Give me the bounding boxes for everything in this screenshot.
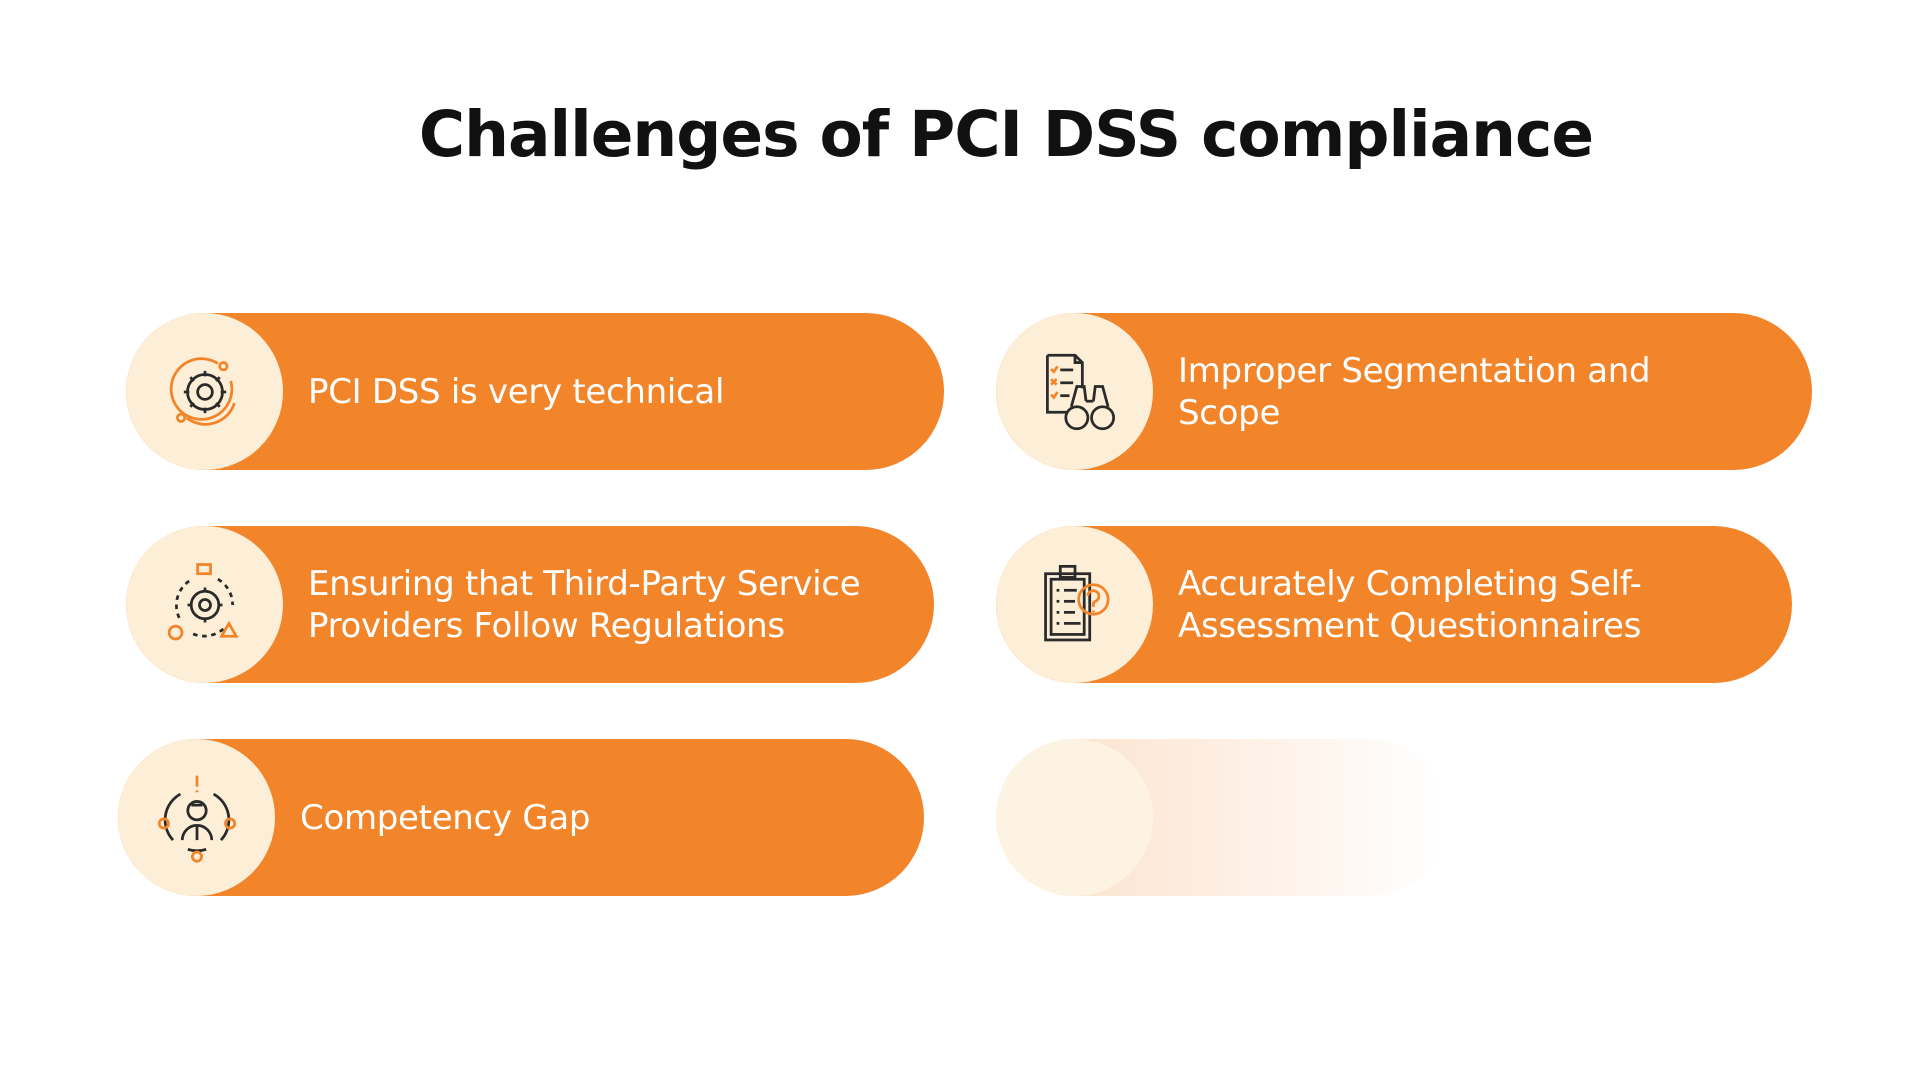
challenge-card-self-assessment: Accurately Completing Self- Assessment Q… xyxy=(996,526,1792,683)
gear-cycle-icon xyxy=(169,356,236,426)
placeholder-card xyxy=(996,739,1446,896)
process-gear-icon xyxy=(167,562,239,640)
person-alert-icon xyxy=(157,775,236,863)
challenge-label-line: Accurately Completing Self- xyxy=(1178,563,1642,604)
challenge-label-line: Ensuring that Third-Party Service xyxy=(308,563,861,604)
challenge-label: Ensuring that Third-Party Service Provid… xyxy=(308,563,861,647)
challenge-label: Accurately Completing Self- Assessment Q… xyxy=(1178,563,1642,647)
icon-badge xyxy=(996,526,1153,683)
challenge-card-technical: PCI DSS is very technical xyxy=(126,313,944,470)
challenge-label-line: Providers Follow Regulations xyxy=(308,605,785,646)
challenge-label-line: Scope xyxy=(1178,392,1281,433)
challenge-card-third-party: Ensuring that Third-Party Service Provid… xyxy=(126,526,934,683)
icon-badge xyxy=(126,526,283,683)
page-title: Challenges of PCI DSS compliance xyxy=(418,98,1594,171)
challenge-label-line: Competency Gap xyxy=(300,797,591,838)
challenge-label: Competency Gap xyxy=(300,797,590,839)
challenge-label-line: Assessment Questionnaires xyxy=(1178,605,1642,646)
icon-badge xyxy=(118,739,275,896)
challenge-label-line: PCI DSS is very technical xyxy=(308,371,725,412)
challenge-card-segmentation: Improper Segmentation and Scope xyxy=(996,313,1812,470)
placeholder-badge xyxy=(996,739,1153,896)
challenge-label-line: Improper Segmentation and xyxy=(1178,350,1651,391)
challenge-label: PCI DSS is very technical xyxy=(308,371,724,413)
icon-badge xyxy=(126,313,283,470)
checklist-binoculars-icon xyxy=(1045,353,1115,430)
challenge-card-competency: Competency Gap xyxy=(118,739,924,896)
challenge-label: Improper Segmentation and Scope xyxy=(1178,350,1651,434)
icon-badge xyxy=(996,313,1153,470)
clipboard-question-icon xyxy=(1043,564,1109,641)
